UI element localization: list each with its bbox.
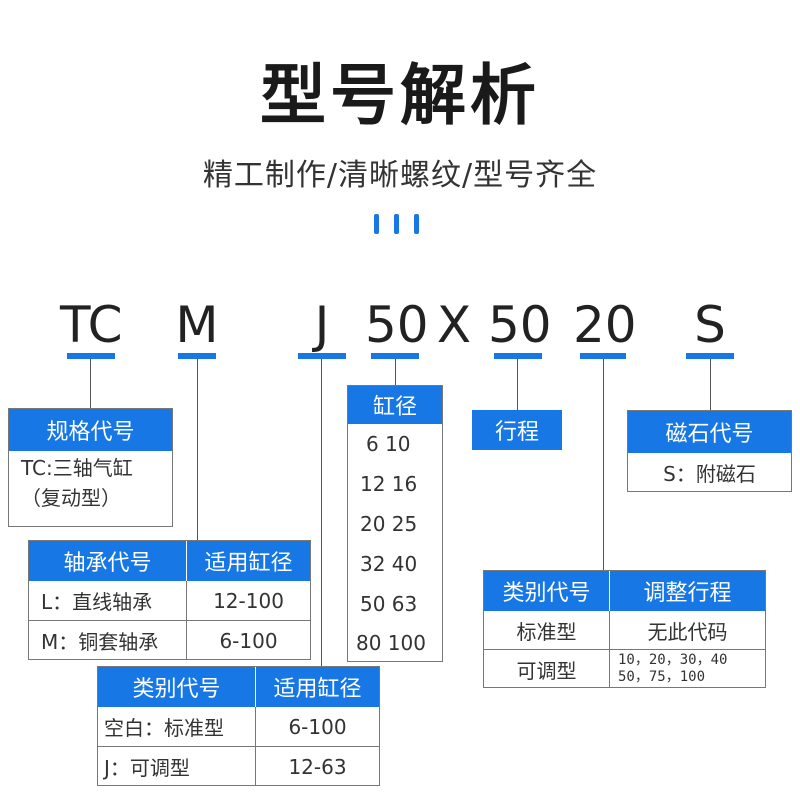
type-table: 类别代号 适用缸径 空白：标准型 6-100 J：可调型 12-63 <box>97 666 380 786</box>
connector-line <box>603 359 604 570</box>
bore-range-cell: 6-100 <box>288 714 347 739</box>
code-type-underline <box>298 353 346 359</box>
adjust-stroke-line: 50，75，100 <box>618 669 706 685</box>
code-magnet: S <box>694 296 726 354</box>
bearing-table-header: 轴承代号 <box>29 541 187 581</box>
bore-value: 50 63 <box>360 592 418 616</box>
type-table-header: 类别代号 <box>98 667 256 707</box>
page-title: 型号解析 <box>260 57 540 134</box>
bearing-table: 轴承代号 适用缸径 L：直线轴承 12-100 M：铜套轴承 6-100 <box>28 540 311 660</box>
bore-value: 12 16 <box>360 472 418 496</box>
spec-box: 规格代号 TC:三轴气缸 （复动型） <box>8 408 173 527</box>
bore-value: 20 25 <box>360 512 418 536</box>
connector-line <box>90 359 91 408</box>
code-series-underline <box>67 353 115 359</box>
bore-value: 6 10 <box>366 432 411 456</box>
bore-box: 缸径 6 10 12 16 20 25 32 40 50 63 80 100 <box>347 385 443 662</box>
type-code-cell: J：可调型 <box>98 747 256 786</box>
stroke-box: 行程 <box>472 410 562 450</box>
bearing-table-header: 适用缸径 <box>187 541 310 581</box>
adjust-stroke-cell: 无此代码 <box>647 619 728 644</box>
code-stroke-underline <box>494 353 542 359</box>
table-row: 可调型 10，20，30，40 50，75，100 <box>484 650 765 688</box>
code-adjust: 20 <box>573 296 637 354</box>
table-row: 标准型 无此代码 <box>484 611 765 650</box>
code-magnet-underline <box>686 353 734 359</box>
code-stroke: 50 <box>488 296 552 354</box>
code-series: TC <box>60 296 123 354</box>
magnet-box: 磁石代号 S：附磁石 <box>627 410 792 492</box>
code-adjust-underline <box>580 353 626 359</box>
connector-line <box>321 359 322 666</box>
table-row: J：可调型 12-63 <box>98 747 379 786</box>
bore-box-head: 缸径 <box>348 386 442 424</box>
adjust-table-header: 调整行程 <box>610 571 765 611</box>
code-bearing-underline <box>178 353 216 359</box>
table-row: M：铜套轴承 6-100 <box>29 621 310 660</box>
code-type: J <box>314 296 330 354</box>
decor-bar <box>414 214 419 234</box>
adjust-table: 类别代号 调整行程 标准型 无此代码 可调型 10，20，30，40 50，75… <box>483 570 766 688</box>
decor-bar <box>374 214 379 234</box>
code-bore: 50 <box>365 296 429 354</box>
connector-line <box>395 359 396 385</box>
adjust-type-cell: 标准型 <box>484 611 610 649</box>
table-row: L：直线轴承 12-100 <box>29 581 310 621</box>
decor-bar <box>394 214 399 234</box>
adjust-type-cell: 可调型 <box>484 650 610 688</box>
type-table-header: 适用缸径 <box>256 667 379 707</box>
spec-box-line: TC:三轴气缸 <box>21 455 133 480</box>
magnet-box-line: S：附磁石 <box>663 461 756 486</box>
page-subtitle: 精工制作/清晰螺纹/型号齐全 <box>202 158 598 193</box>
adjust-stroke-line: 10，20，30，40 <box>618 652 728 668</box>
code-bearing: M <box>175 296 219 354</box>
connector-line <box>517 359 518 410</box>
adjust-stroke-cell: 10，20，30，40 50，75，100 <box>610 650 765 688</box>
magnet-box-head: 磁石代号 <box>628 411 791 453</box>
bore-range-cell: 12-100 <box>213 588 284 613</box>
bearing-code-cell: M：铜套轴承 <box>29 621 187 660</box>
connector-line <box>197 359 198 540</box>
bore-range-cell: 12-63 <box>288 754 347 779</box>
table-row: 空白：标准型 6-100 <box>98 707 379 747</box>
type-code-cell: 空白：标准型 <box>98 707 256 746</box>
connector-line <box>710 359 711 410</box>
code-bore-underline <box>371 353 419 359</box>
bore-value: 32 40 <box>360 552 418 576</box>
code-separator: X <box>436 296 472 354</box>
spec-box-line: （复动型） <box>21 485 121 510</box>
bore-value: 80 100 <box>356 630 426 655</box>
adjust-table-header: 类别代号 <box>484 571 610 611</box>
bearing-code-cell: L：直线轴承 <box>29 581 187 620</box>
bore-range-cell: 6-100 <box>219 628 278 653</box>
spec-box-head: 规格代号 <box>9 409 172 451</box>
